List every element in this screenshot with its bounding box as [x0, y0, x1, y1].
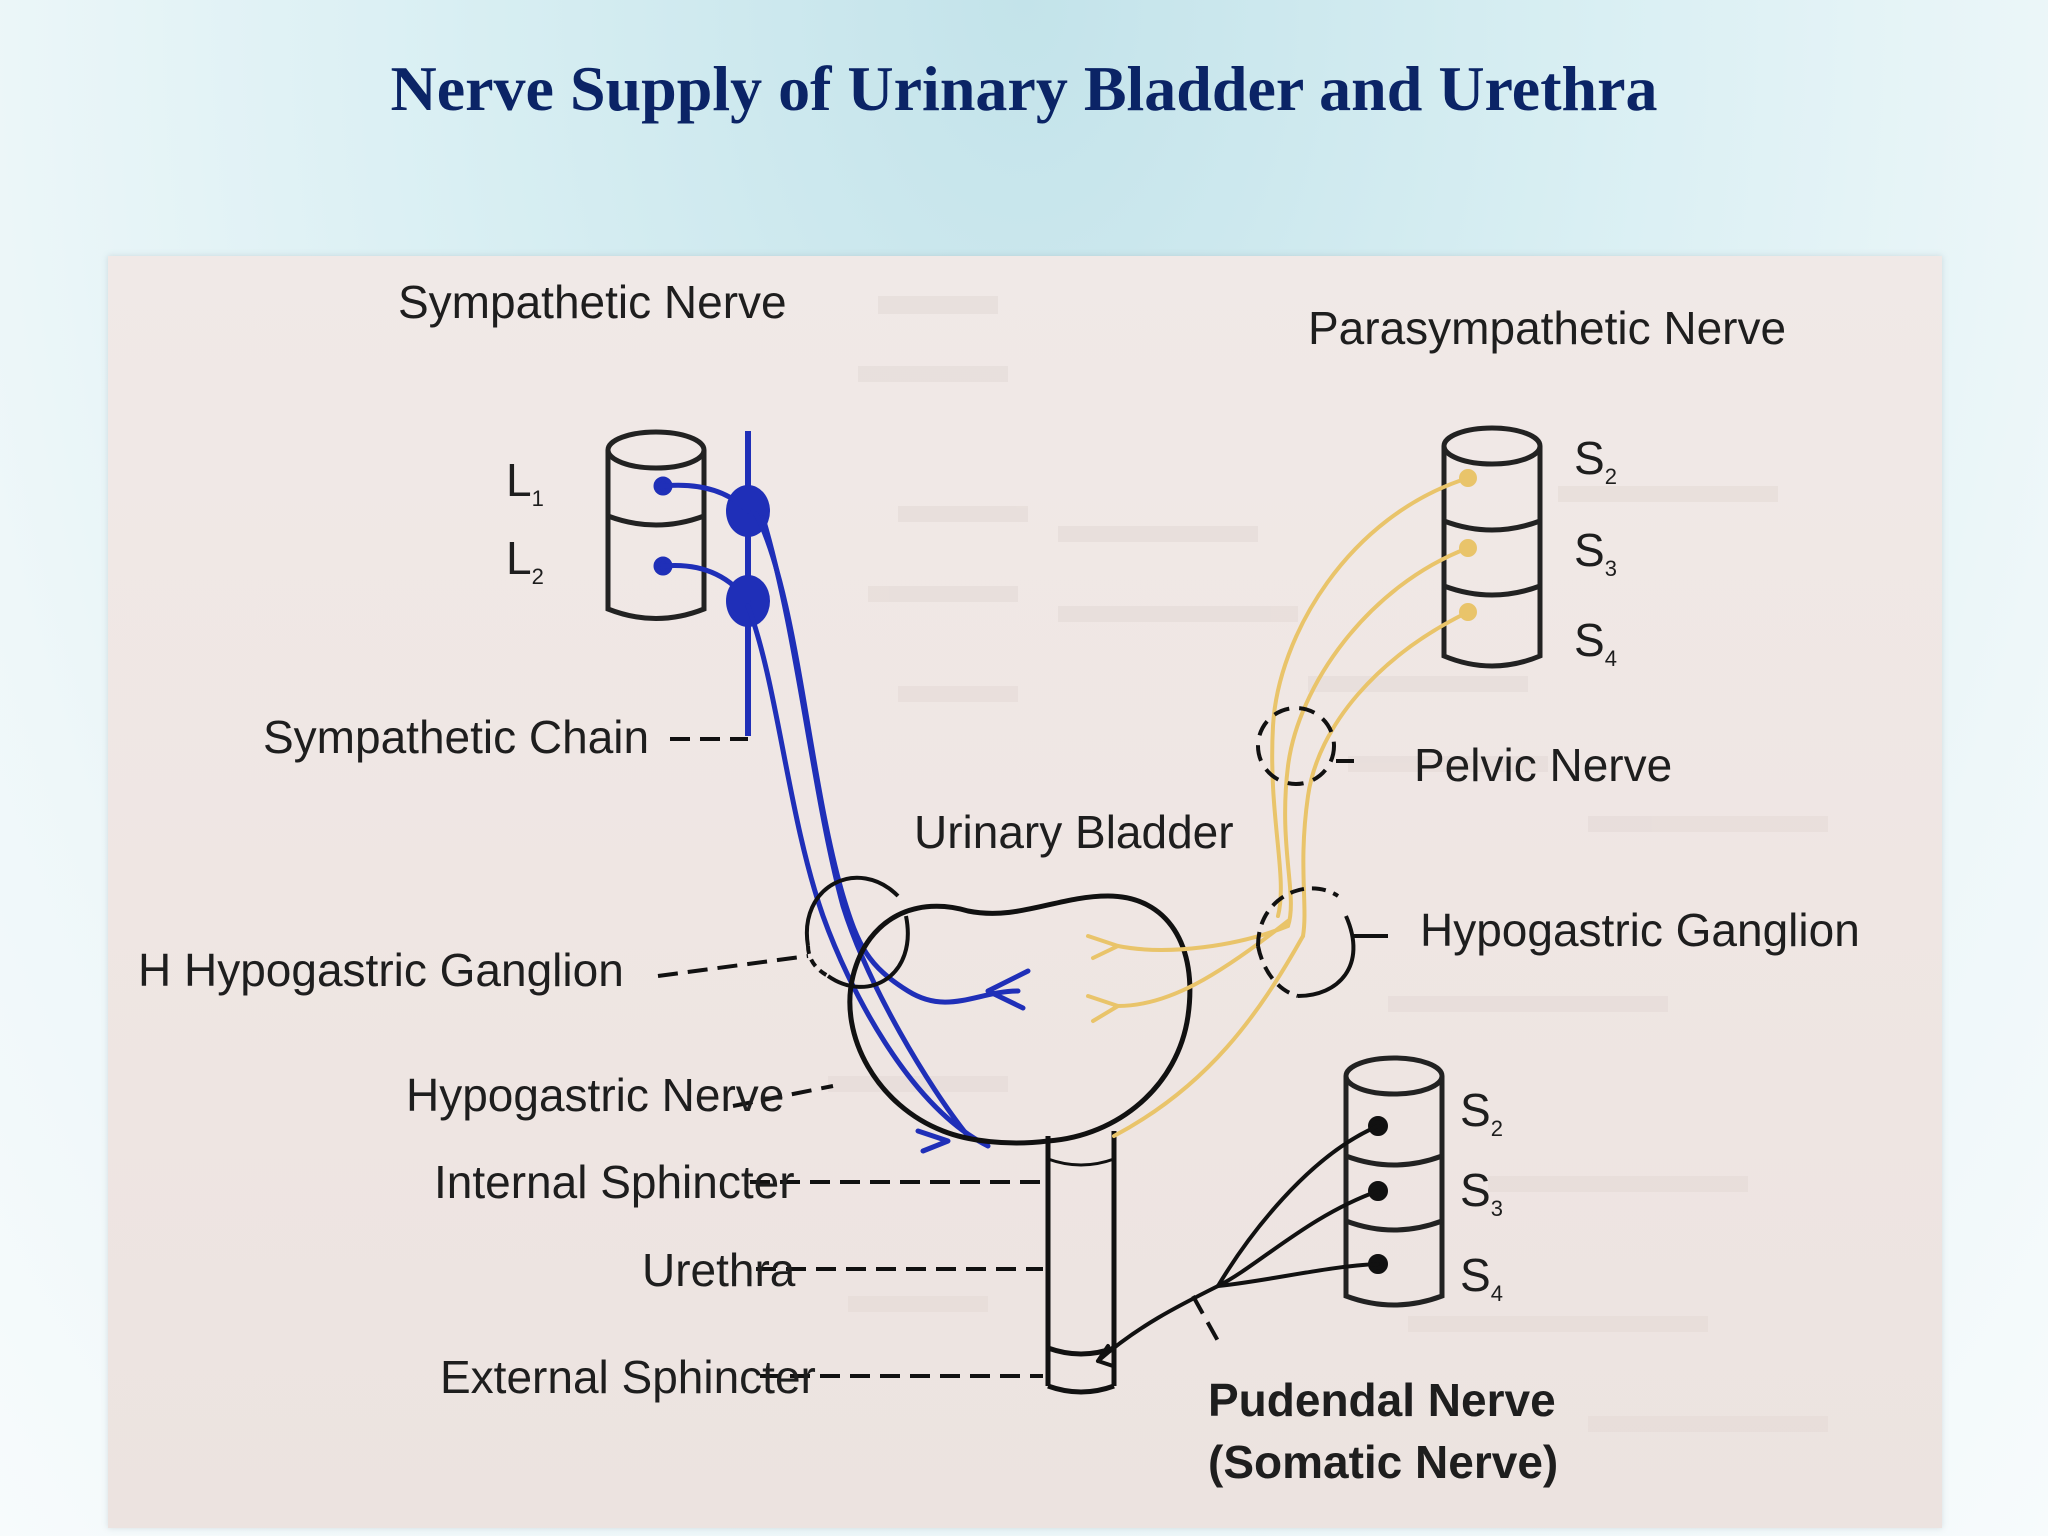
segment-label-s3-upper: S3 — [1574, 524, 1617, 581]
somatic-nerve-label: (Somatic Nerve) — [1208, 1436, 1558, 1488]
segment-label-s3-lower: S3 — [1460, 1164, 1503, 1221]
pudendal-nerve-label: Pudendal Nerve — [1208, 1374, 1556, 1426]
left-hypogastric-ganglion-label: H Hypogastric Ganglion — [138, 944, 624, 996]
urethra-label: Urethra — [642, 1244, 796, 1296]
sympathetic-chain-label: Sympathetic Chain — [263, 711, 649, 763]
pudendal-fibres — [1096, 1116, 1388, 1368]
segment-label-s4-upper: S4 — [1574, 614, 1617, 671]
sympathetic-fibres — [653, 476, 1031, 1154]
internal-sphincter-label: Internal Sphincter — [434, 1156, 795, 1208]
slide-title: Nerve Supply of Urinary Bladder and Uret… — [390, 53, 1658, 124]
lumbar-spinal-cord — [605, 429, 707, 621]
urethra-tube — [1045, 1131, 1117, 1395]
segment-label-l2: L2 — [506, 532, 544, 589]
right-hypogastric-ganglion — [1256, 886, 1388, 998]
pelvic-nerve-label: Pelvic Nerve — [1414, 739, 1672, 791]
upper-sacral-spinal-cord — [1441, 425, 1543, 669]
lower-sacral-spinal-cord — [1343, 1055, 1445, 1308]
parasympathetic-nerve-label: Parasympathetic Nerve — [1308, 302, 1786, 354]
leader-lines — [657, 737, 1220, 1378]
hypogastric-nerve-label: Hypogastric Nerve — [406, 1069, 784, 1121]
urinary-bladder-label: Urinary Bladder — [914, 806, 1234, 858]
external-sphincter-label: External Sphincter — [440, 1351, 816, 1403]
right-hypogastric-ganglion-label: Hypogastric Ganglion — [1420, 904, 1860, 956]
segment-label-s2-lower: S2 — [1460, 1084, 1503, 1141]
bleed-through-texture — [828, 296, 1828, 1432]
parasympathetic-fibres — [1086, 469, 1477, 1138]
diagram-photo: Sympathetic Nerve Parasympathetic Nerve … — [108, 256, 1942, 1528]
nerve-diagram: Sympathetic Nerve Parasympathetic Nerve … — [138, 276, 1860, 1488]
urinary-bladder — [847, 893, 1193, 1146]
sympathetic-nerve-label: Sympathetic Nerve — [398, 276, 787, 328]
pelvic-nerve-marker — [1256, 706, 1354, 786]
left-hypogastric-ganglion — [804, 875, 910, 989]
segment-label-s2-upper: S2 — [1574, 432, 1617, 489]
segment-label-l1: L1 — [506, 454, 544, 511]
segment-label-s4-lower: S4 — [1460, 1249, 1503, 1306]
